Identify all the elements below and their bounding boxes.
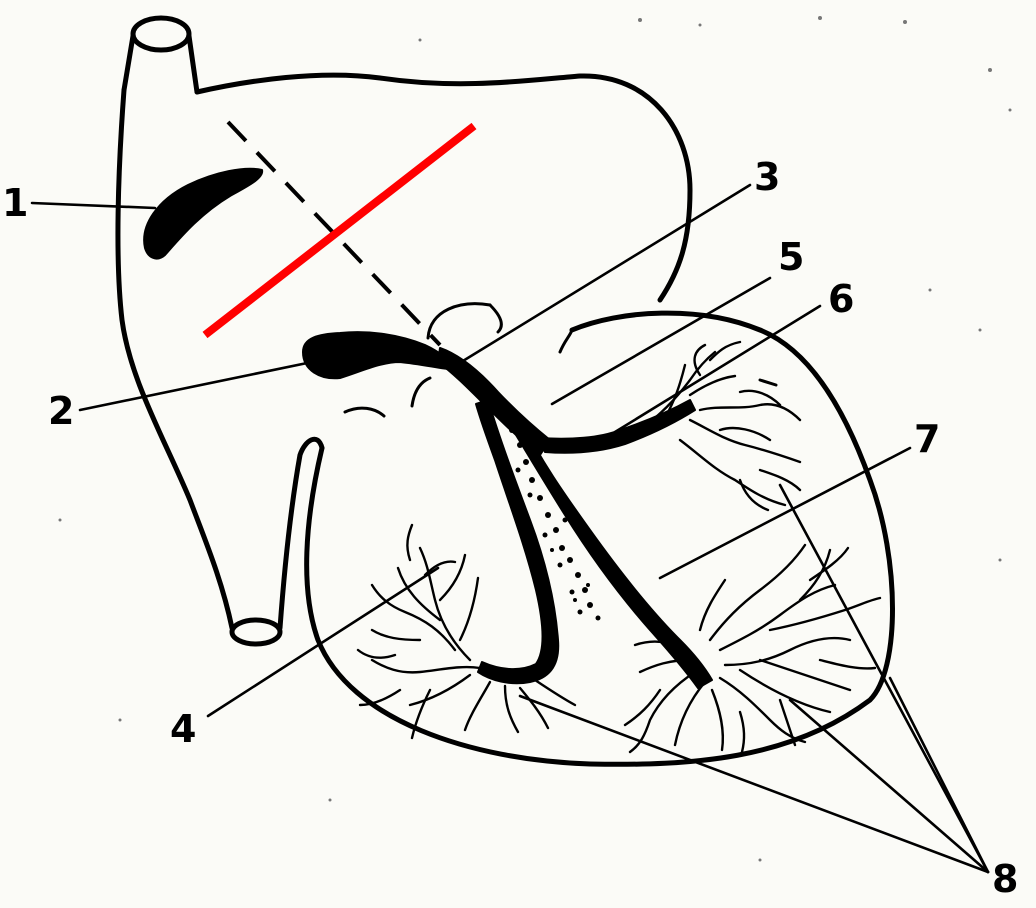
labels: 1 2 3 4 5 6 7 8: [2, 155, 1018, 901]
leader-7: [660, 448, 910, 578]
label-2: 2: [48, 389, 74, 433]
valve-fragment-right: [560, 330, 572, 352]
leader-1: [32, 203, 155, 208]
label-4: 4: [170, 707, 196, 751]
leader-8d: [890, 678, 988, 872]
leader-8c: [520, 696, 988, 872]
leader-8b: [790, 700, 988, 872]
anterior-fascicle: [540, 400, 695, 453]
valve-fragment-top: [428, 304, 490, 338]
label-5: 5: [778, 235, 804, 279]
red-annotation-line: [205, 126, 474, 335]
valve-fragment-small: [760, 380, 776, 385]
leader-6: [615, 306, 820, 432]
leader-2: [80, 362, 312, 410]
superior-vena-cava-opening: [133, 18, 189, 50]
label-8: 8: [992, 857, 1018, 901]
vena-cava-left-wall: [124, 36, 133, 90]
inferior-vena-cava-opening: [232, 620, 280, 644]
valve-fragment-mid: [412, 378, 430, 406]
vena-cava-right-wall: [189, 36, 197, 92]
label-1: 1: [2, 181, 28, 225]
purkinje-fibers: [358, 342, 880, 752]
label-6: 6: [828, 277, 854, 321]
valve-fragment-top-b: [490, 305, 501, 332]
leader-8a: [780, 485, 988, 872]
label-7: 7: [914, 417, 940, 461]
valve-fragment-left: [345, 408, 384, 416]
right-atrium-left-wall: [118, 90, 232, 628]
ventricles-outline: [307, 313, 893, 764]
label-3: 3: [754, 155, 780, 199]
leader-3: [458, 185, 750, 364]
sinoatrial-node: [144, 169, 262, 259]
